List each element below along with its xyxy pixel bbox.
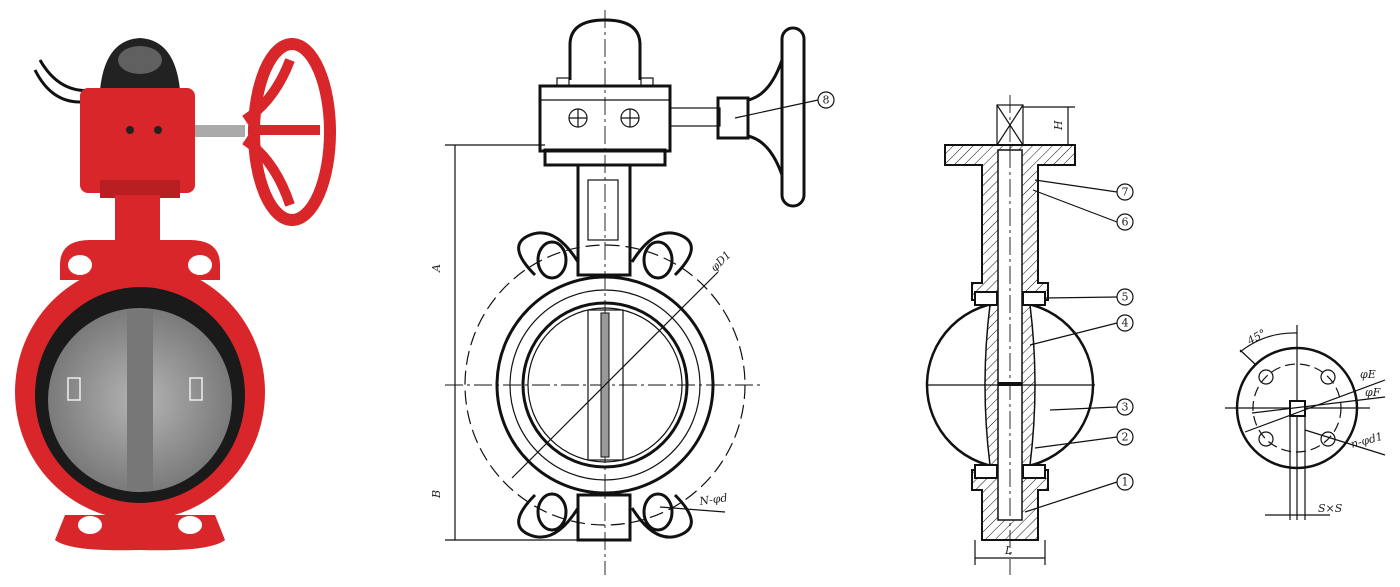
side-section-drawing: H L 7 6 5 4 3 2 1 bbox=[925, 95, 1134, 575]
dim-b-label: B bbox=[430, 490, 443, 499]
callout-8-label: 8 bbox=[823, 94, 830, 107]
callout-2-label: 2 bbox=[1122, 431, 1129, 444]
dim-h-label: H bbox=[1052, 120, 1065, 131]
dim-l-label: L bbox=[1004, 544, 1012, 557]
dim-d1-label: φD1 bbox=[708, 248, 734, 274]
front-view-drawing: 8 φD1 N-φd A B bbox=[430, 10, 835, 575]
neck bbox=[576, 163, 632, 277]
dim-e-label: φE bbox=[1360, 368, 1376, 381]
dim-a-label: A bbox=[430, 264, 443, 273]
valve-photo bbox=[15, 38, 336, 551]
bolt-circle bbox=[464, 244, 746, 526]
handwheel bbox=[780, 26, 806, 208]
stem bbox=[127, 310, 153, 490]
flange-outline bbox=[1235, 346, 1359, 470]
dim-f-label: φF bbox=[1365, 386, 1381, 399]
callout-4: 4 bbox=[1116, 314, 1134, 332]
callout-3: 3 bbox=[1116, 398, 1134, 416]
callout-5: 5 bbox=[1116, 288, 1134, 306]
top-flange-drawing: S×S 45° φE φF n-φd1 bbox=[1225, 325, 1386, 520]
lug bbox=[517, 231, 580, 277]
callout-4-label: 4 bbox=[1122, 317, 1129, 330]
callout-7: 7 bbox=[1116, 183, 1134, 201]
callout-3-label: 3 bbox=[1122, 401, 1129, 414]
dim-s-label: S×S bbox=[1318, 502, 1343, 515]
gearbox bbox=[80, 88, 195, 193]
callout-7-label: 7 bbox=[1122, 186, 1129, 199]
angle-label: 45° bbox=[1244, 327, 1268, 349]
callout-6-label: 6 bbox=[1122, 216, 1129, 229]
actuator-dome bbox=[568, 18, 642, 80]
callout-1: 1 bbox=[1116, 473, 1134, 491]
dim-n-d1-label: n-φd1 bbox=[1349, 430, 1384, 451]
callout-5-label: 5 bbox=[1122, 291, 1129, 304]
shaft bbox=[195, 125, 245, 137]
callout-1-label: 1 bbox=[1122, 476, 1129, 489]
callout-2: 2 bbox=[1116, 428, 1134, 446]
callout-8 bbox=[817, 91, 835, 109]
callout-6: 6 bbox=[1116, 213, 1134, 231]
body-outline bbox=[495, 275, 715, 495]
dim-n-d-label: N-φd bbox=[698, 491, 729, 508]
